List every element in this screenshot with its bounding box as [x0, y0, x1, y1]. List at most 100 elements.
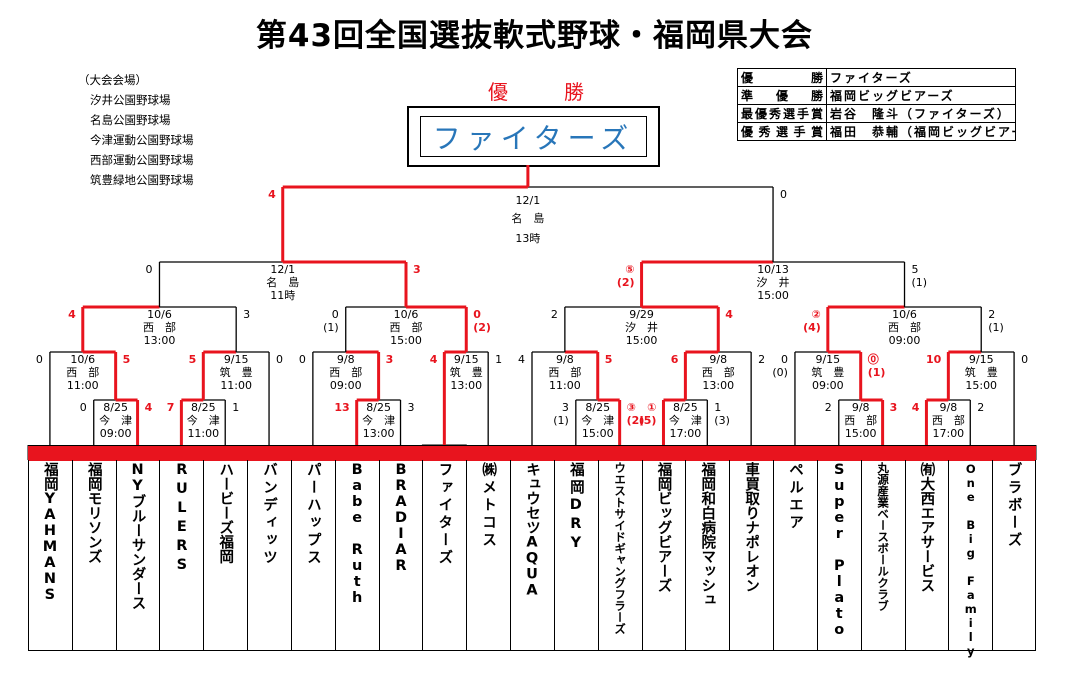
match-venue: 名 島	[511, 211, 544, 225]
team-name: パーハップス	[304, 462, 321, 567]
team-name: NYブルーサンダース	[129, 462, 146, 610]
team-name: 福岡ビッグビアーズ	[655, 462, 672, 593]
match-score-left: ①	[647, 401, 656, 414]
match-date: 9/8	[852, 401, 870, 414]
match-date: 9/8	[709, 353, 727, 366]
team-name: ㈱メトコス	[480, 462, 497, 550]
team-name: 福岡DRY	[567, 462, 584, 554]
award-key: 優秀選手賞	[737, 122, 827, 141]
team-name: Babe Ruth	[349, 462, 366, 606]
match-score-right: 3	[243, 308, 250, 321]
venue-item: 西部運動公園野球場	[90, 153, 194, 167]
match-venue: 今 津	[362, 413, 395, 427]
match-venue: 筑 豊	[450, 365, 483, 379]
team-name-cell: BRADIAR	[378, 460, 423, 650]
match-venue: 西 部	[932, 413, 965, 427]
team-name: Super Plato	[831, 462, 848, 638]
team-name: RULERS	[173, 462, 190, 576]
match-score-right: 1	[232, 401, 239, 414]
team-name: 福岡和白病院マッシュ	[699, 462, 716, 607]
match-pk-left: (4)	[803, 321, 821, 334]
match-date: 9/8	[939, 401, 957, 414]
match-score-right: 0	[276, 353, 283, 366]
match-venue: 筑 豊	[811, 365, 844, 379]
match-date: 9/29	[629, 308, 654, 321]
team-name-cell: ペルエア	[773, 460, 817, 650]
match-score-left: 3	[562, 401, 569, 414]
match-time: 11:00	[549, 379, 581, 392]
match-score-right: 3	[386, 353, 394, 366]
match-time: 13時	[515, 232, 540, 245]
team-name: One Big Family	[963, 462, 978, 658]
team-name-cell: 福岡YAHMANS	[28, 460, 72, 650]
match-time: 13:00	[450, 379, 482, 392]
venue-item: 筑豊緑地公園野球場	[90, 173, 194, 187]
team-name-cell: 福岡DRY	[553, 460, 598, 650]
team-name-cell: 丸源産業ベースボールクラブ	[860, 460, 905, 650]
bottom-border	[28, 650, 1036, 651]
match-venue: 西 部	[143, 320, 176, 334]
match-score-right: 4	[145, 401, 153, 414]
match-score-left: 7	[167, 401, 175, 414]
match-date: 8/25	[673, 401, 698, 414]
match-score-left: 0	[80, 401, 87, 414]
award-value: 福田 恭輔（福岡ビッグビアーズ）	[826, 122, 1016, 141]
match-date: 9/15	[454, 353, 479, 366]
team-name: ファイターズ	[436, 462, 453, 567]
match-score-right: ③	[627, 401, 636, 414]
match-time: 15:00	[757, 289, 789, 302]
match-venue: 今 津	[187, 413, 220, 427]
match-date: 8/25	[191, 401, 216, 414]
match-time: 09:00	[330, 379, 362, 392]
match-time: 15:00	[626, 334, 658, 347]
match-venue: 今 津	[669, 413, 702, 427]
match-date: 9/8	[337, 353, 355, 366]
match-score-right: 3	[890, 401, 898, 414]
match-date: 9/15	[969, 353, 994, 366]
match-score-left: 5	[189, 353, 197, 366]
venue-list: （大会会場） 汐井公園野球場 名島公園野球場 今津運動公園野球場 西部運動公園野…	[78, 70, 194, 190]
match-score-left: 0	[332, 308, 339, 321]
match-venue: 西 部	[66, 365, 99, 379]
team-name-cell: ハービーズ福岡	[203, 460, 247, 650]
match-time: 09:00	[100, 427, 132, 440]
match-venue: 筑 豊	[965, 365, 998, 379]
match-score-left: 4	[912, 401, 920, 414]
match-date: 10/13	[757, 263, 789, 276]
match-score-left: 10	[926, 353, 942, 366]
match-date: 9/15	[815, 353, 840, 366]
page-title: 第43回全国選抜軟式野球・福岡県大会	[255, 18, 814, 54]
team-name-cell: 福岡和白病院マッシュ	[685, 460, 729, 650]
team-name: 丸源産業ベースボールクラブ	[876, 462, 891, 612]
team-name-cell: One Big Family	[948, 460, 992, 658]
match-score-left: 2	[551, 308, 558, 321]
match-date: 9/15	[224, 353, 249, 366]
team-number-strip	[28, 445, 1036, 461]
team-name: ペルエア	[786, 462, 803, 532]
team-name: ㈲大西エアサービス	[918, 462, 935, 593]
match-time: 13:00	[144, 334, 176, 347]
match-score-left: 4	[430, 353, 438, 366]
match-pk-right: (1)	[868, 366, 886, 379]
match-time: 15:00	[965, 379, 997, 392]
team-name-cell: キュウセツAQUA	[510, 460, 554, 650]
match-venue: 西 部	[329, 365, 362, 379]
award-row: 準優勝福岡ビッグビアーズ	[737, 86, 1016, 105]
match-score-left: 4	[68, 308, 76, 321]
award-key: 準優勝	[737, 86, 827, 105]
match-score-right: 1	[714, 401, 721, 414]
match-date: 9/8	[556, 353, 574, 366]
match-pk-right: (2)	[473, 321, 491, 334]
match-time: 11:00	[187, 427, 219, 440]
match-pk-left: (5)	[639, 414, 657, 427]
match-pk-right: (1)	[988, 321, 1004, 334]
team-name: BRADIAR	[393, 462, 409, 574]
match-date: 10/6	[892, 308, 917, 321]
match-score-left: 6	[671, 353, 679, 366]
team-name-cell: ㈲大西エアサービス	[904, 460, 949, 650]
team-name: 福岡YAHMANS	[41, 462, 58, 603]
champion-name: ファイターズ	[420, 116, 647, 157]
team-name-cell: 福岡ビッグビアーズ	[641, 460, 686, 650]
match-score-right: 0	[473, 308, 481, 321]
